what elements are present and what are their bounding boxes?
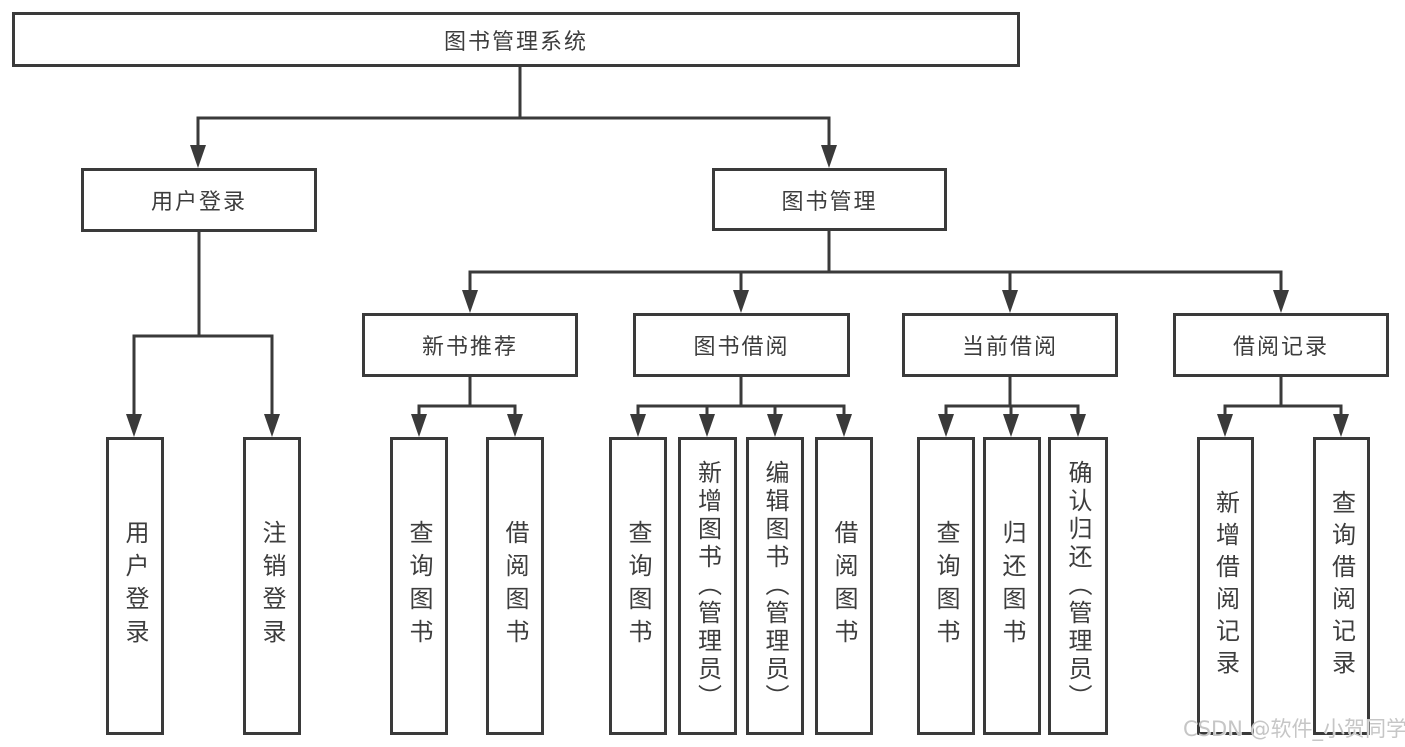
node-add-borrow-record: 新增借阅记录 [1197,437,1254,735]
arrowhead [1273,290,1289,313]
arrowhead [190,145,206,168]
node-logout: 注销登录 [243,437,301,735]
connector-current-borrow-branch [944,377,1080,417]
node-borrow-record: 借阅记录 [1173,313,1389,377]
node-recommend-borrow-books: 借阅图书 [486,437,544,735]
arrowhead [507,414,523,437]
node-recommend-query-books: 查询图书 [390,437,448,735]
arrowhead [630,414,646,437]
arrowhead [1003,414,1019,437]
arrowhead [767,414,783,437]
connector-user-login-branch [132,232,274,417]
arrowhead [1217,414,1233,437]
connector-book-borrow-branch [636,377,846,417]
node-borrow-borrow-books: 借阅图书 [815,437,873,735]
node-user-login-branch: 用户登录 [81,168,317,232]
node-current-borrow: 当前借阅 [902,313,1118,377]
node-root-system: 图书管理系统 [12,12,1020,67]
node-new-book-recommend: 新书推荐 [362,313,578,377]
node-return-books: 归还图书 [983,437,1041,735]
connector-book-management-branch [468,231,1283,293]
arrowhead [411,414,427,437]
node-add-book-admin: 新增图书（管理员） [678,437,737,735]
arrowhead [1333,414,1349,437]
node-user-login: 用户登录 [106,437,164,735]
node-confirm-return-admin: 确认归还（管理员） [1048,437,1108,735]
node-book-management: 图书管理 [712,168,947,231]
arrowhead [264,414,280,437]
connector-root-to-level2 [196,66,831,148]
arrowhead [126,414,142,437]
node-edit-book-admin: 编辑图书（管理员） [746,437,804,735]
node-query-borrow-record: 查询借阅记录 [1313,437,1370,735]
arrowhead [733,290,749,313]
node-borrow-query-books: 查询图书 [609,437,667,735]
arrowhead [938,414,954,437]
node-current-query-books: 查询图书 [917,437,975,735]
arrowhead [821,145,837,168]
arrowhead [1070,414,1086,437]
arrowhead [462,290,478,313]
connector-borrow-record-branch [1223,377,1343,417]
arrowhead [836,414,852,437]
arrowhead [1002,290,1018,313]
watermark: CSDN @软件_小贺同学 [1183,717,1405,741]
connector-new-book-branch [417,377,517,417]
node-book-borrow: 图书借阅 [633,313,850,377]
arrowhead [699,414,715,437]
